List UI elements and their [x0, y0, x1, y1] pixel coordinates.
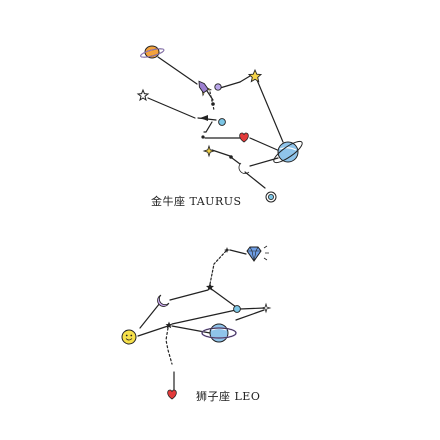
shooting-star-icon [136, 88, 150, 102]
star-icon [206, 283, 214, 291]
star-dot [218, 118, 226, 126]
leo-label: 狮子座 LEO [196, 390, 261, 403]
star-dot [233, 305, 241, 313]
circle-target-icon [265, 191, 277, 203]
ringed-planet-icon [273, 140, 303, 164]
leo-line [209, 287, 237, 308]
taurus-line [231, 157, 241, 165]
diamond-icon [246, 245, 269, 262]
smiley-icon [121, 329, 137, 345]
ringed-planet-icon [201, 323, 237, 343]
sparkle-icon [224, 247, 230, 253]
taurus-line [209, 91, 215, 111]
leo-line [239, 307, 265, 310]
rocket-icon [198, 80, 213, 97]
arrow-icon [200, 115, 208, 121]
leo-line [171, 325, 211, 334]
taurus-line [147, 97, 196, 119]
leo-line [171, 309, 237, 325]
leo-line [229, 249, 247, 255]
leo-line [235, 309, 265, 321]
taurus-line [203, 121, 213, 133]
star-dot [201, 135, 205, 139]
star-icon [165, 321, 173, 329]
ringed-planet-icon [140, 45, 165, 59]
taurus-line [256, 79, 284, 143]
taurus-label: 金牛座 TAURUS [151, 195, 242, 208]
star-dot [214, 83, 222, 91]
taurus-line [219, 81, 241, 89]
taurus-line [249, 137, 283, 153]
sparkle-icon [202, 144, 216, 158]
leo-constellation [137, 249, 265, 393]
taurus-line [249, 157, 279, 167]
crescent-moon-icon [238, 162, 250, 174]
sparkle-icon [260, 302, 272, 314]
leo-line [209, 250, 227, 285]
taurus-line [244, 171, 266, 189]
crescent-moon-icon [157, 294, 170, 307]
taurus-line [239, 75, 251, 83]
leo-line [137, 325, 169, 337]
star-dot [229, 155, 233, 159]
taurus-constellation [147, 56, 284, 189]
leo-line [165, 327, 173, 365]
heart-icon [239, 132, 249, 143]
heart-icon [167, 389, 177, 400]
leo-line [139, 302, 161, 329]
star-icon [247, 68, 263, 83]
taurus-line [157, 56, 198, 85]
star-dot [211, 102, 215, 106]
leo-line [169, 289, 209, 301]
